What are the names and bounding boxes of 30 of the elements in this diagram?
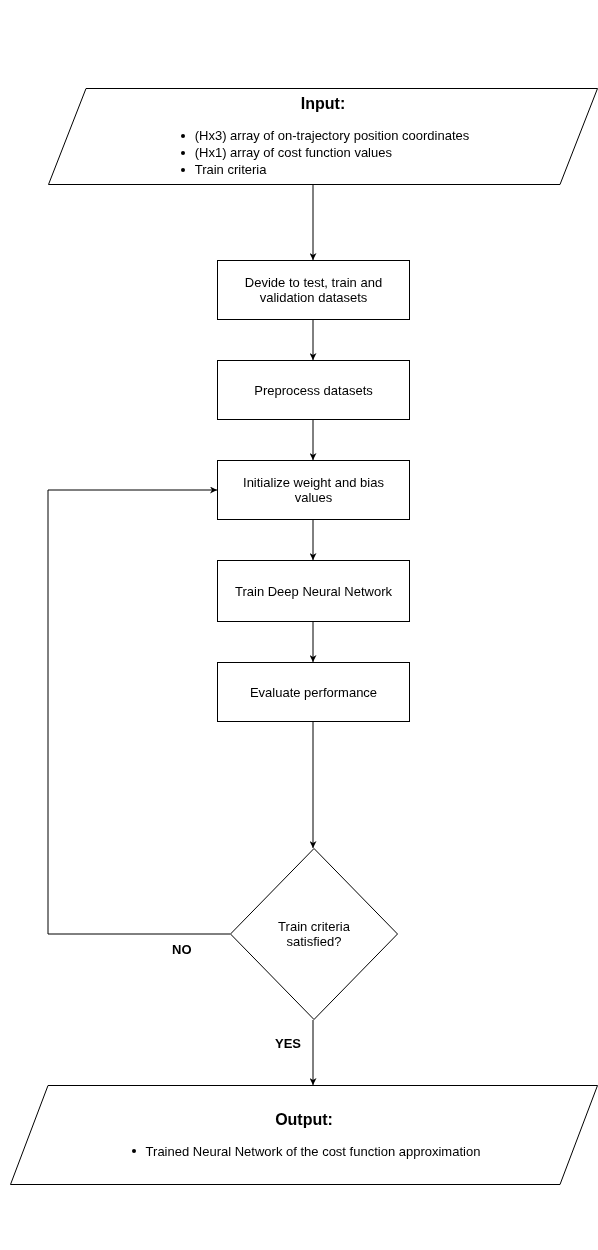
process-box bbox=[217, 360, 410, 420]
arrow bbox=[309, 419, 317, 461]
arrow bbox=[309, 621, 317, 663]
arrow bbox=[47, 486, 231, 935]
bullet-item: Train criteria bbox=[194, 161, 267, 178]
arrow bbox=[309, 721, 317, 849]
bullet-item: (Hx3) array of on-trajectory position coordinates bbox=[194, 127, 470, 144]
heading: Input: bbox=[300, 95, 346, 113]
process-box bbox=[217, 460, 410, 520]
node-text: Evaluate performance bbox=[249, 684, 378, 700]
node-text: Train Deep Neural Network bbox=[235, 583, 392, 599]
heading: Output: bbox=[275, 1110, 333, 1129]
bullet-item: Trained Neural Network of the cost function approximation bbox=[145, 1142, 481, 1160]
input-parallelogram bbox=[48, 88, 598, 185]
arrow bbox=[309, 184, 317, 261]
node-text: Initialize weight and bias values bbox=[242, 475, 385, 505]
process-box bbox=[217, 560, 410, 622]
decision-diamond bbox=[230, 848, 398, 1020]
node-text: Preprocess datasets bbox=[254, 382, 373, 398]
node-text: Devide to test, train and validation datasets bbox=[243, 275, 384, 305]
edge-label: YES bbox=[273, 1036, 303, 1051]
process-box bbox=[217, 662, 410, 722]
arrow bbox=[309, 1019, 317, 1086]
bullet-item: (Hx1) array of cost function values bbox=[194, 144, 392, 161]
node-text: Train criteria satisfied? bbox=[277, 919, 351, 949]
edge-label: NO bbox=[170, 942, 194, 957]
arrow bbox=[309, 519, 317, 561]
process-box bbox=[217, 260, 410, 320]
output-parallelogram bbox=[10, 1085, 598, 1185]
arrow bbox=[309, 319, 317, 361]
